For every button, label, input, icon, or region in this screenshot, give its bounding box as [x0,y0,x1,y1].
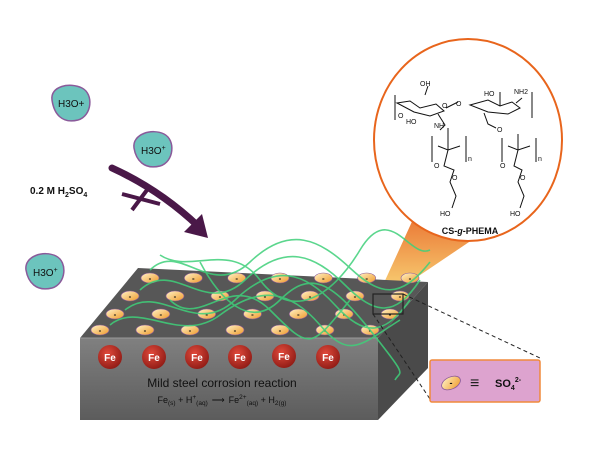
svg-text:-: - [354,292,357,301]
sulfate-anion: - [105,308,125,320]
svg-text:n: n [538,156,542,163]
reaction-title: Mild steel corrosion reaction [147,376,296,390]
svg-text:NH: NH [434,123,444,130]
hydronium-ion: H3O+ [25,252,65,290]
sulfate-anion: - [270,272,290,284]
hydronium-label: H3O+ [58,99,85,110]
iron-atom: Fe [98,345,122,369]
sulfate-anion: - [184,272,203,284]
svg-text:HO: HO [484,91,495,98]
zoom-region-box [372,293,404,315]
svg-text:-: - [234,326,237,335]
svg-text:-: - [365,274,368,283]
svg-text:-: - [149,274,152,283]
svg-text:O: O [398,113,404,120]
svg-text:-: - [99,326,102,335]
svg-text:Fe: Fe [148,353,160,364]
svg-text:HO: HO [406,119,417,126]
hydronium-ion: H3O+ [51,84,91,122]
dashed-connector [402,293,541,359]
hydronium-label: H3O+ [33,267,58,279]
svg-text:-: - [251,310,254,319]
sulfate-anion: - [300,290,320,302]
reaction-equation: Fe(s) + H+(aq)⟶Fe2+(aq) + H2(g) [158,394,287,407]
iron-atoms: Fe Fe Fe Fe Fe Fe [98,344,340,369]
svg-text:O: O [452,175,458,182]
polymer-chains [109,229,431,381]
hydronium-label: H3O+ [141,145,166,157]
sulfate-legend-box: - ≡ SO42- [429,359,541,403]
acid-concentration-label: 0.2 M H2SO4 [30,186,87,199]
svg-text:-: - [174,292,177,301]
svg-text:O: O [497,127,503,134]
sulfate-anion: - [90,324,110,336]
iron-atom: Fe [228,345,252,369]
svg-text:O: O [442,103,448,110]
anion-icon [441,375,461,391]
svg-text:-: - [192,274,195,283]
svg-text:NH2: NH2 [514,89,528,96]
sulfate-anion: - [225,324,245,336]
svg-text:-: - [297,310,300,319]
svg-text:-: - [409,274,412,283]
svg-text:-: - [144,326,147,335]
sulfate-anion: - [314,272,333,284]
svg-text:O: O [434,163,440,170]
svg-text:-: - [399,292,402,301]
svg-text:Fe: Fe [191,353,203,364]
svg-text:-: - [235,274,238,283]
svg-text:-: - [279,274,282,283]
sulfate-anion: - [120,290,140,302]
svg-text:-: - [219,292,222,301]
sulfate-formula: SO42- [495,377,522,392]
svg-text:-: - [114,310,117,319]
svg-text:-: - [450,378,453,388]
svg-text:n: n [468,156,472,163]
svg-text:HO: HO [510,211,521,218]
svg-text:O: O [456,101,462,108]
iron-atom: Fe [272,344,296,368]
polymer-name: CS-g-PHEMA [442,226,499,236]
svg-text:O: O [500,163,506,170]
iron-atom: Fe [316,345,340,369]
svg-text:-: - [159,310,162,319]
svg-text:-: - [279,326,282,335]
svg-text:-: - [322,274,325,283]
iron-atom: Fe [142,345,166,369]
sulfate-anion: - [357,272,376,284]
iron-atom: Fe [185,345,209,369]
svg-text:-: - [129,292,132,301]
hydronium-ion: H3O+ [133,130,173,168]
sulfate-anion: - [151,308,171,320]
svg-text:-: - [309,292,312,301]
svg-text:Fe: Fe [278,352,290,363]
svg-text:-: - [205,310,208,319]
svg-text:-: - [189,326,192,335]
sulfate-anion: - [270,324,290,336]
svg-text:O: O [520,175,526,182]
svg-text:-: - [264,292,267,301]
equivalence-symbol: ≡ [470,375,479,392]
sulfate-anion: - [135,324,155,336]
svg-text:OH: OH [420,81,431,88]
dashed-connector [372,313,433,403]
cs-g-phema-structure: OH O HO NH O O HO NH2 O n n O O O O HO H… [373,38,563,242]
svg-text:Fe: Fe [234,353,246,364]
blocked-acid-arrow [108,164,208,238]
sulfate-anion: - [165,290,185,302]
svg-text:Fe: Fe [104,353,116,364]
svg-text:Fe: Fe [322,353,334,364]
svg-text:HO: HO [440,211,451,218]
sulfate-anion: - [289,308,308,320]
sulfate-anion: - [227,272,246,284]
mild-steel-slab [80,268,428,420]
sulfate-anion: - [400,272,420,284]
